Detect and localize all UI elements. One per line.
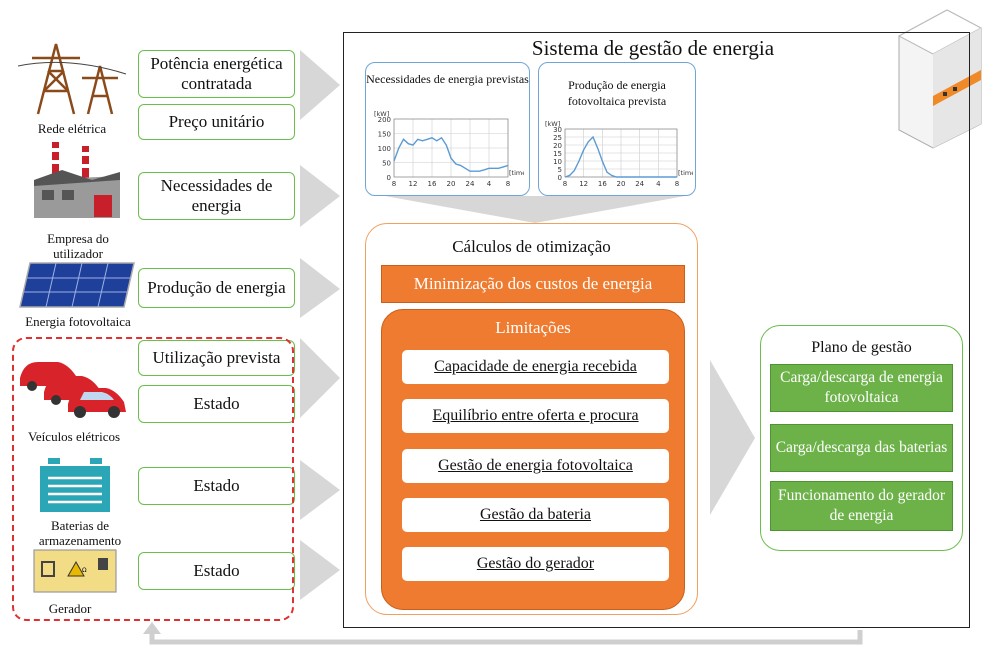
constraints-title: Limitações <box>495 318 571 337</box>
series-line <box>564 135 677 178</box>
generator-icon: Ω <box>33 549 117 593</box>
x-tick-label: 16 <box>428 180 437 188</box>
factory-icon <box>34 142 120 218</box>
source-label-veiculos: Veículos elétricos <box>27 429 121 444</box>
optimization-title: Cálculos de otimização <box>452 237 611 256</box>
arrow-opt-to-plan <box>710 360 755 515</box>
constraint-item: Capacidade de energia recebida <box>402 350 669 384</box>
plan-item: Carga/descarga de energia fotovoltaica <box>770 364 953 412</box>
y-axis-unit: [kW] <box>545 120 560 128</box>
plan-item: Carga/descarga das baterias <box>770 424 953 472</box>
input-preco: Preço unitário <box>138 104 295 140</box>
input-estado-gerador: Estado <box>138 552 295 590</box>
plan-title: Plano de gestão <box>811 339 912 356</box>
source-label-gerador: Gerador <box>48 601 92 616</box>
input-potencia: Potência energética contratada <box>138 50 295 98</box>
input-producao: Produção de energia <box>138 268 295 308</box>
y-tick-label: 20 <box>553 142 562 150</box>
x-tick-label: 24 <box>635 180 644 188</box>
chart-demand: 0 50 100 150 200 8 12 16 20 24 4 8 [kW] [time] <box>374 110 524 188</box>
source-label-rede: Rede elétrica <box>37 121 107 136</box>
x-tick-label: 12 <box>579 180 588 188</box>
constraint-item: Equilíbrio entre oferta e procura <box>402 399 669 433</box>
y-tick-label: 0 <box>558 174 562 182</box>
y-tick-label: 100 <box>378 145 391 153</box>
y-axis-unit: [kW] <box>374 110 389 118</box>
chart-demand-box: Necessidades de energia previstas 0 50 100… <box>365 62 530 196</box>
arrow-pv <box>300 258 340 318</box>
chart-demand-title: Necessidades de energia previstas <box>366 72 529 86</box>
y-tick-label: 30 <box>553 126 562 134</box>
input-utilizacao: Utilização prevista <box>138 340 295 376</box>
plot-frame <box>393 118 509 178</box>
energy-management-system <box>343 32 970 628</box>
x-tick-label: 12 <box>409 180 418 188</box>
x-tick-label: 8 <box>392 180 396 188</box>
y-tick-label: 5 <box>558 166 562 174</box>
arrow-baterias <box>300 460 340 520</box>
input-necessidades: Necessidades de energia <box>138 172 295 220</box>
arrow-gerador <box>300 540 340 600</box>
constraint-item: Gestão de energia fotovoltaica <box>402 449 669 483</box>
x-tick-label: 8 <box>563 180 567 188</box>
arrow-rede <box>300 50 340 120</box>
feedback-arrow <box>149 630 863 645</box>
series-line <box>393 136 509 172</box>
source-label-pv: Energia fotovoltaica <box>25 314 131 329</box>
chart-pv-box: Produção de energia fotovoltaica previst… <box>538 62 696 196</box>
y-tick-label: 0 <box>387 174 391 182</box>
y-tick-label: 10 <box>553 158 562 166</box>
source-label-empresa: Empresa do utilizador <box>47 231 109 261</box>
chart-pv-title: Produção de energia fotovoltaica previst… <box>567 78 667 108</box>
constraint-item: Gestão da bateria <box>402 498 669 532</box>
x-tick-label: 8 <box>675 180 679 188</box>
solar-panel-icon <box>19 262 135 308</box>
x-tick-label: 4 <box>656 180 661 188</box>
x-tick-label: 20 <box>447 180 456 188</box>
x-axis-unit: [time] <box>509 169 524 177</box>
constraint-item: Gestão do gerador <box>402 547 669 581</box>
electric-cars-icon <box>20 362 126 418</box>
x-axis-unit: [time] <box>678 169 693 177</box>
power-tower-icon <box>18 43 127 115</box>
source-label-baterias: Baterias de armazenamento <box>38 518 122 548</box>
input-estado-baterias: Estado <box>138 467 295 505</box>
system-title: Sistema de gestão de energia <box>531 36 775 60</box>
y-tick-label: 15 <box>553 150 562 158</box>
objective-bar: Minimização dos custos de energia <box>381 265 685 303</box>
input-estado-veiculos: Estado <box>138 385 295 423</box>
x-tick-label: 24 <box>466 180 475 188</box>
x-tick-label: 16 <box>598 180 607 188</box>
y-tick-label: 200 <box>378 116 391 124</box>
x-tick-label: 4 <box>487 180 492 188</box>
y-tick-label: 25 <box>553 134 562 142</box>
battery-icon <box>40 458 110 512</box>
controllable-devices-group <box>12 337 294 621</box>
plan-item: Funcionamento do gerador de energia <box>770 481 953 531</box>
x-tick-label: 8 <box>506 180 510 188</box>
svg-text:Ω: Ω <box>82 567 87 574</box>
y-tick-label: 150 <box>378 131 391 139</box>
arrow-empresa <box>300 165 340 227</box>
x-tick-label: 20 <box>617 180 626 188</box>
y-tick-label: 50 <box>382 160 391 168</box>
arrow-charts-to-opt <box>385 196 685 223</box>
arrow-veiculos <box>300 338 340 418</box>
